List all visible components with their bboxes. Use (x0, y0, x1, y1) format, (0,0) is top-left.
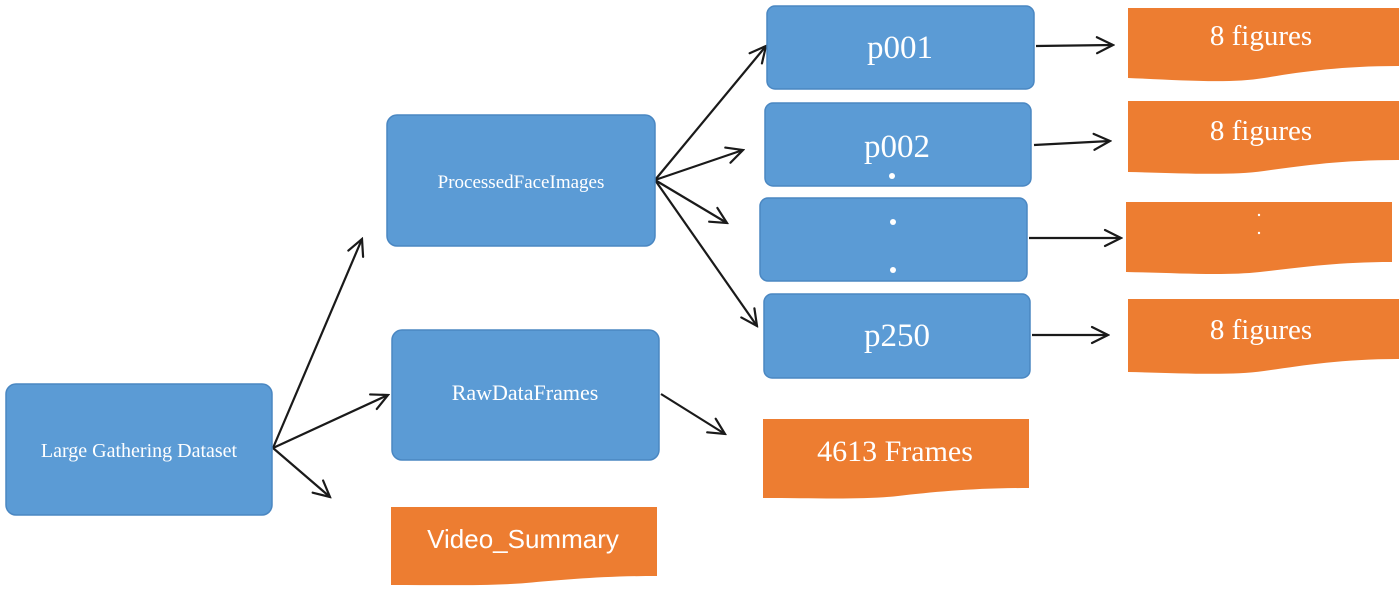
arrow-p002-to-figures (1033, 141, 1110, 145)
arrow-root-to-raw (272, 395, 388, 449)
arrow-processed-to-ellipsis (654, 179, 727, 223)
tag-ellipsis-dot-2 (1257, 231, 1261, 235)
arrow-root-to-processed (271, 239, 362, 449)
p250-figures-tag: 8 figures (1128, 299, 1399, 374)
p002-label: p002 (864, 129, 930, 165)
root-node-label: Large Gathering Dataset (41, 440, 238, 462)
p001-label: p001 (867, 30, 933, 66)
p001-figures-label: 8 figures (1210, 20, 1312, 52)
arrow-processed-to-p001 (654, 46, 766, 181)
p250-figures-label: 8 figures (1210, 314, 1312, 346)
ellipsis-tag (1126, 202, 1392, 275)
arrow-p001-to-figures (1035, 45, 1113, 46)
arrow-processed-to-p002 (654, 150, 743, 182)
root-node: Large Gathering Dataset (5, 383, 273, 516)
connector-arrows (271, 45, 1121, 497)
raw-data-frames-label: RawDataFrames (452, 380, 599, 405)
ellipsis-node (759, 197, 1028, 282)
video-summary-tag: Video_Summary (391, 507, 657, 586)
frames-label: 4613 Frames (817, 435, 973, 468)
p001-figures-tag: 8 figures (1128, 8, 1399, 82)
video-summary-label: Video_Summary (427, 524, 619, 554)
processed-face-images-node: ProcessedFaceImages (386, 114, 656, 247)
p250-label: p250 (864, 318, 930, 354)
ellipsis-dot-1 (889, 173, 895, 179)
p002-figures-label: 8 figures (1210, 115, 1312, 147)
p002-node: p002 (764, 102, 1032, 187)
ellipsis-dot-2 (890, 219, 896, 225)
frames-tag: 4613 Frames (763, 419, 1029, 499)
raw-data-frames-node: RawDataFrames (391, 329, 660, 461)
arrow-root-to-video-summary (272, 447, 330, 497)
ellipsis-dot-3 (890, 267, 896, 273)
arrow-processed-to-p250 (654, 179, 757, 326)
arrow-raw-to-frames (660, 393, 725, 434)
tag-ellipsis-dot-1 (1257, 213, 1261, 217)
processed-face-images-label: ProcessedFaceImages (438, 172, 605, 193)
p001-node: p001 (766, 5, 1035, 90)
p250-node: p250 (763, 293, 1031, 379)
p002-figures-tag: 8 figures (1128, 101, 1399, 174)
